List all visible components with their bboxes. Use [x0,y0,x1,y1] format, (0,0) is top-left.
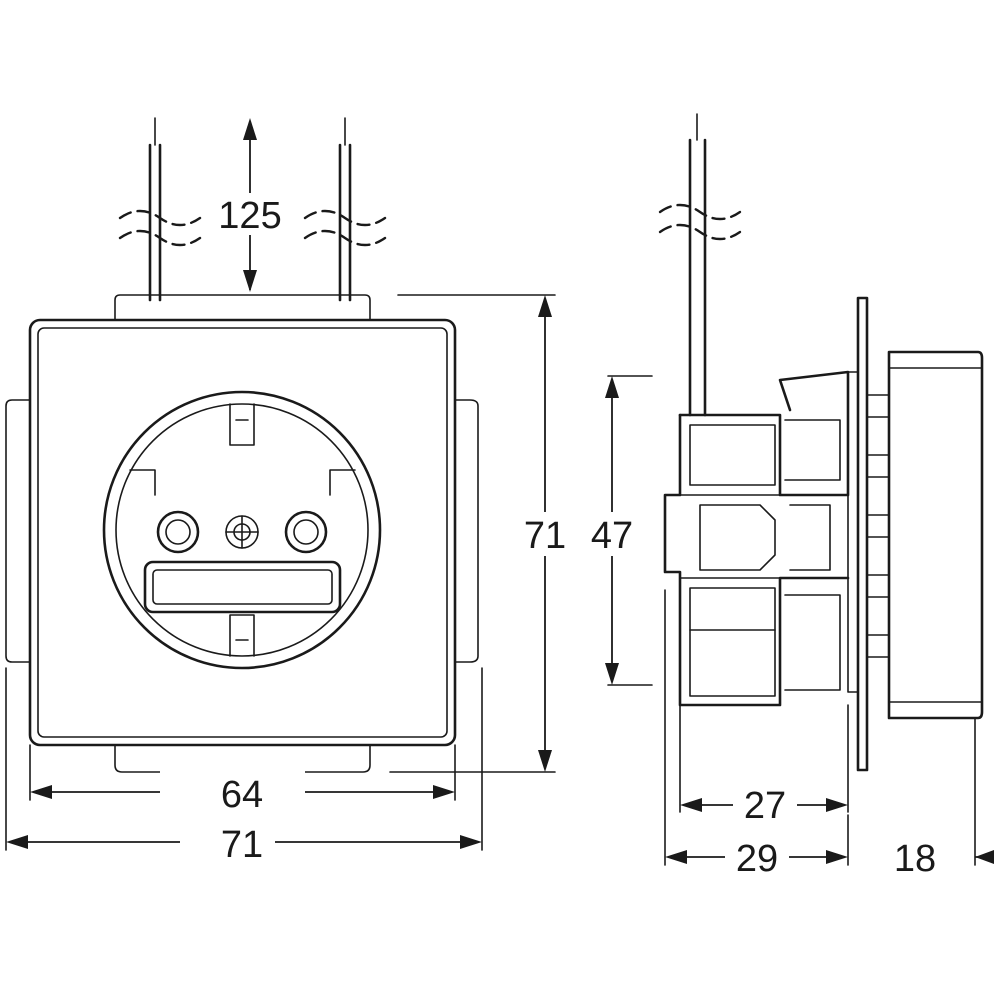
dim-label-front-width: 71 [221,824,263,866]
label-window [143,560,342,614]
cover-frame-inner [37,327,448,738]
socket-recess-right [329,469,356,496]
mounting-lug-right [454,399,479,663]
mounting-tab-bottom [114,744,371,773]
side-insert-body [663,413,850,707]
dim-label-side-depth-29: 29 [736,838,778,880]
mounting-lug-left [5,399,31,663]
side-cable [658,113,742,417]
cable-right [303,117,387,302]
dim-label-side-height: 47 [591,515,633,557]
pin-hole-right [284,510,328,554]
side-view: 47 27 29 18 [575,113,994,880]
pin-hole-left [156,510,200,554]
side-terminal-lower [689,587,776,697]
dim-label-front-inner-width: 64 [221,774,263,816]
mounting-tab-top [114,294,371,321]
earth-clip-top [229,403,255,446]
dim-label-side-depth-27: 27 [744,785,786,827]
center-screw [225,515,259,549]
socket-ring-outer [102,390,382,670]
socket-recess-left [129,469,156,496]
front-view: 125 71 64 71 [5,117,580,866]
socket-ring-inner [115,403,369,657]
side-mounting-plate [856,296,869,772]
side-terminal-upper [689,424,776,486]
cover-frame-outer [28,318,457,747]
dim-label-cable-spacing: 125 [218,195,281,237]
cable-left [118,117,202,302]
side-cover [887,350,984,720]
side-clamp [699,504,776,571]
dim-label-front-height: 71 [524,515,566,557]
dim-label-side-depth-18: 18 [894,838,936,880]
earth-clip-bottom [229,614,255,657]
